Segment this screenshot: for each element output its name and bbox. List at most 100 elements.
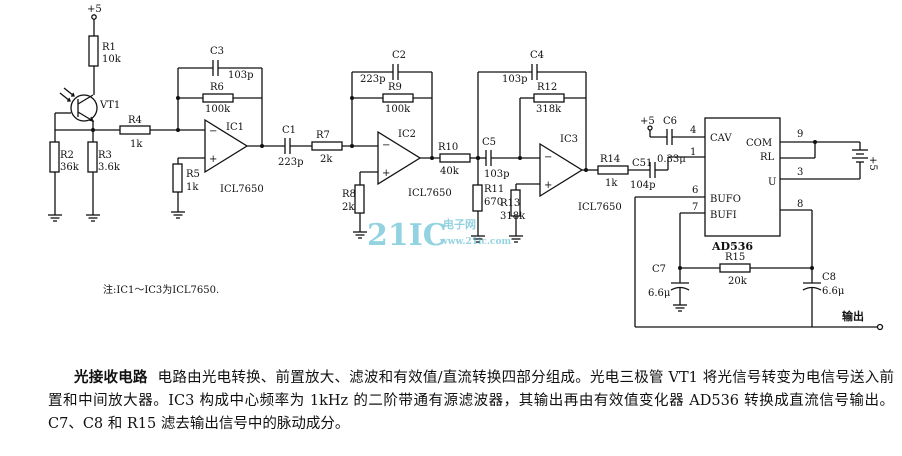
svg-text:ICL7650: ICL7650	[220, 184, 264, 195]
svg-text:IC1: IC1	[226, 122, 244, 133]
capacitor-C7: C7 6.6μ	[648, 264, 690, 299]
svg-text:R12: R12	[537, 82, 557, 93]
svg-text:BUFO: BUFO	[710, 194, 741, 205]
svg-text:104p: 104p	[630, 180, 656, 191]
svg-text:100k: 100k	[385, 104, 411, 115]
svg-text:R11: R11	[484, 184, 504, 195]
svg-text:R14: R14	[600, 154, 620, 165]
svg-text:8: 8	[797, 199, 803, 210]
capacitor-C4: C4 103p	[502, 50, 544, 85]
svg-text:C7: C7	[652, 264, 666, 275]
svg-text:40k: 40k	[440, 166, 460, 177]
resistor-R15: R15 20k	[719, 252, 751, 287]
schematic-note: 注:IC1～IC3为ICL7650.	[103, 283, 219, 296]
svg-text:2k: 2k	[342, 202, 355, 213]
svg-text:R13: R13	[500, 198, 520, 209]
svg-text:6.6μ: 6.6μ	[822, 286, 845, 297]
resistor-R12: R12 318k	[533, 82, 565, 115]
svg-text:318k: 318k	[536, 104, 562, 115]
svg-text:IC2: IC2	[398, 129, 416, 140]
svg-text:103p: 103p	[228, 70, 254, 81]
svg-text:36k: 36k	[60, 162, 80, 173]
svg-text:+: +	[382, 168, 390, 179]
opamp-IC1: − + IC1 ICL7650	[204, 118, 264, 195]
svg-text:1k: 1k	[605, 178, 618, 189]
svg-text:C2: C2	[392, 50, 406, 61]
resistor-R10: R10 40k	[438, 142, 471, 177]
svg-text:电子网: 电子网	[443, 217, 476, 231]
svg-text:AD536: AD536	[711, 240, 753, 253]
svg-text:U: U	[768, 177, 776, 188]
resistor-R2: R2 36k	[49, 141, 80, 173]
svg-text:6.6μ: 6.6μ	[648, 288, 671, 299]
svg-text:ICL7650: ICL7650	[578, 202, 622, 213]
capacitor-C6: C6 0.33μ	[657, 116, 686, 165]
watermark-logo: 21IC 电子网 www.21ic.com	[367, 217, 512, 253]
svg-text:C8: C8	[822, 272, 836, 283]
capacitor-C2: C2 223p	[360, 50, 406, 85]
capacitor-C3: C3 103p	[210, 46, 254, 81]
svg-text:670: 670	[484, 197, 503, 208]
resistor-R4: R4 1k	[119, 115, 151, 150]
svg-text:−: −	[544, 152, 552, 163]
resistor-R8: R8 2k	[342, 184, 365, 214]
svg-text:R6: R6	[210, 82, 224, 93]
resistor-R3: R3 3.6k	[87, 141, 121, 173]
svg-text:10k: 10k	[102, 54, 122, 65]
resistor-R7: R7 2k	[311, 130, 343, 165]
supply-top-label: +5	[87, 4, 102, 15]
svg-text:9: 9	[797, 129, 803, 140]
svg-text:7: 7	[692, 202, 698, 213]
opamp-IC2: − + IC2 ICL7650	[377, 129, 452, 199]
capacitor-C8: C8 6.6μ	[802, 272, 845, 297]
svg-text:R7: R7	[316, 130, 330, 141]
resistor-R5: R5 1k	[172, 163, 200, 193]
svg-text:C6: C6	[663, 116, 677, 127]
svg-text:+: +	[209, 154, 217, 165]
resistor-R6: R6 100k	[202, 82, 234, 115]
svg-text:R1: R1	[102, 42, 116, 53]
svg-text:C5: C5	[482, 137, 496, 148]
svg-text:6: 6	[692, 185, 698, 196]
svg-text:C3: C3	[210, 46, 224, 57]
svg-text:R8: R8	[342, 189, 356, 200]
opamp-IC3: − + IC3 ICL7650	[539, 134, 622, 213]
svg-text:+5: +5	[640, 116, 655, 127]
resistor-R1: R1 10k	[88, 35, 122, 67]
caption-body: 电路由光电转换、前置放大、滤波和有效值/直流转换四部分组成。光电三极管 VT1 …	[48, 370, 895, 432]
caption-title: 光接收电路	[74, 369, 148, 386]
phototransistor-VT1: VT1	[59, 87, 120, 122]
svg-text:1: 1	[690, 147, 696, 158]
svg-text:R15: R15	[725, 252, 745, 263]
svg-text:R9: R9	[388, 82, 402, 93]
caption-paragraph: 光接收电路电路由光电转换、前置放大、滤波和有效值/直流转换四部分组成。光电三极管…	[48, 366, 894, 436]
svg-text:3: 3	[797, 167, 803, 178]
svg-text:R10: R10	[438, 142, 458, 153]
svg-text:1k: 1k	[186, 182, 199, 193]
svg-text:103p: 103p	[502, 74, 528, 85]
svg-text:−: −	[382, 140, 390, 151]
svg-text:+: +	[544, 180, 552, 191]
ic-AD536: CAV COM RL U BUFO BUFI AD536	[704, 117, 781, 253]
svg-text:ICL7650: ICL7650	[408, 188, 452, 199]
svg-text:C4: C4	[530, 50, 544, 61]
svg-text:−: −	[209, 126, 217, 137]
svg-text:3.6k: 3.6k	[98, 162, 121, 173]
svg-text:RL: RL	[760, 152, 775, 163]
svg-text:R2: R2	[60, 150, 74, 161]
capacitor-C51: C51 104p	[630, 158, 656, 191]
resistor-R9: R9 100k	[382, 82, 414, 115]
svg-text:R5: R5	[186, 169, 200, 180]
svg-text:R3: R3	[98, 150, 112, 161]
svg-text:www.21ic.com: www.21ic.com	[439, 237, 512, 247]
svg-text:R4: R4	[128, 115, 142, 126]
svg-text:+5: +5	[867, 156, 878, 171]
svg-text:20k: 20k	[728, 276, 748, 287]
resistor-R14: R14 1k	[597, 154, 629, 189]
svg-text:VT1: VT1	[99, 100, 120, 111]
supply-top: +5	[87, 4, 102, 36]
svg-text:CAV: CAV	[710, 133, 732, 144]
svg-text:2k: 2k	[320, 154, 333, 165]
svg-text:100k: 100k	[205, 104, 231, 115]
svg-text:21IC: 21IC	[367, 218, 447, 253]
